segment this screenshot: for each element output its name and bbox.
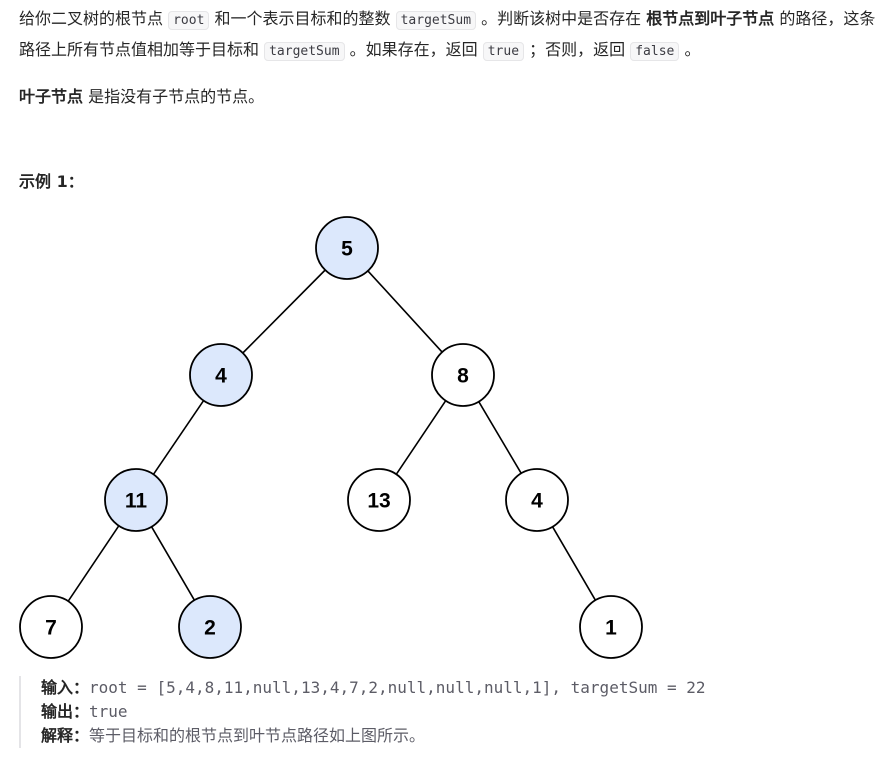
tree-node-circle — [431, 343, 495, 407]
description-text: 是指没有子节点的节点。 — [83, 87, 265, 106]
tree-node-label: 5 — [341, 238, 353, 261]
tree-node-label: 4 — [531, 490, 543, 513]
description-paragraph: 给你二叉树的根节点 root 和一个表示目标和的整数 targetSum 。判断… — [19, 4, 883, 66]
tree-node-circle-highlighted — [315, 216, 379, 280]
tree-node: 1 — [579, 595, 643, 659]
example-input-row: 输入：root = [5,4,8,11,null,13,4,7,2,null,n… — [41, 676, 890, 700]
tree-node: 13 — [347, 468, 411, 532]
explanation-label: 解释： — [41, 726, 90, 745]
tree-node-circle-highlighted — [189, 343, 253, 407]
bold-root-to-leaf: 根节点到叶子节点 — [646, 9, 775, 28]
tree-node-circle-highlighted — [178, 595, 242, 659]
tree-edge — [150, 526, 196, 601]
tree-node: 4 — [189, 343, 253, 407]
tree-node-circle — [347, 468, 411, 532]
tree-node: 2 — [178, 595, 242, 659]
tree-node-circle — [505, 468, 569, 532]
description-text: 的路径，这条路径上所有节点值相加等于目标和 — [19, 9, 876, 59]
tree-node: 4 — [505, 468, 569, 532]
input-value: root = [5,4,8,11,null,13,4,7,2,null,null… — [89, 678, 706, 697]
tree-node-circle — [579, 595, 643, 659]
tree-edge — [551, 526, 597, 601]
code-true: true — [482, 42, 525, 61]
tree-node-label: 8 — [457, 365, 469, 388]
bold-leaf-node: 叶子节点 — [19, 87, 84, 106]
tree-edges — [67, 269, 597, 602]
tree-node: 8 — [431, 343, 495, 407]
example-block: 输入：root = [5,4,8,11,null,13,4,7,2,null,n… — [19, 676, 890, 748]
output-value: true — [89, 702, 128, 721]
description-text: 。判断该树中是否存在 — [476, 9, 647, 28]
code-root: root — [168, 11, 210, 30]
tree-node: 7 — [19, 595, 83, 659]
tree-node-label: 1 — [605, 617, 617, 640]
description-text: 。 — [679, 40, 701, 59]
tree-edge — [367, 270, 443, 353]
output-label: 输出： — [41, 702, 90, 721]
tree-node-label: 4 — [215, 365, 227, 388]
tree-node-label: 13 — [367, 490, 390, 513]
input-label: 输入： — [41, 678, 90, 697]
leaf-definition-paragraph: 叶子节点 是指没有子节点的节点。 — [19, 82, 883, 111]
tree-node: 11 — [104, 468, 168, 532]
example-title: 示例 1： — [19, 172, 84, 191]
tree-node-label: 2 — [204, 617, 216, 640]
tree-edge — [67, 525, 120, 602]
tree-node: 5 — [315, 216, 379, 280]
example-output-row: 输出：true — [41, 700, 890, 724]
problem-description: 给你二叉树的根节点 root 和一个表示目标和的整数 targetSum 。判断… — [19, 4, 883, 111]
tree-node-circle-highlighted — [104, 468, 168, 532]
tree-node-label: 11 — [125, 490, 148, 513]
tree-node-label: 7 — [45, 617, 57, 640]
description-text: 给你二叉树的根节点 — [19, 9, 169, 28]
code-false: false — [630, 42, 680, 61]
example-explanation-row: 解释：等于目标和的根节点到叶节点路径如上图所示。 — [41, 724, 890, 748]
tree-edge — [242, 269, 326, 354]
tree-edge — [478, 401, 522, 474]
tree-nodes: 5 4 8 11 13 4 7 2 1 — [19, 216, 643, 659]
description-text: ；否则，返回 — [524, 40, 631, 59]
code-target-sum: targetSum — [264, 42, 345, 61]
tree-edge — [395, 400, 447, 475]
description-text: 。如果存在，返回 — [344, 40, 483, 59]
description-text: 和一个表示目标和的整数 — [209, 9, 396, 28]
explanation-value: 等于目标和的根节点到叶节点路径如上图所示。 — [89, 726, 426, 745]
tree-node-circle — [19, 595, 83, 659]
tree-edge — [152, 400, 205, 475]
code-target-sum: targetSum — [395, 11, 477, 30]
